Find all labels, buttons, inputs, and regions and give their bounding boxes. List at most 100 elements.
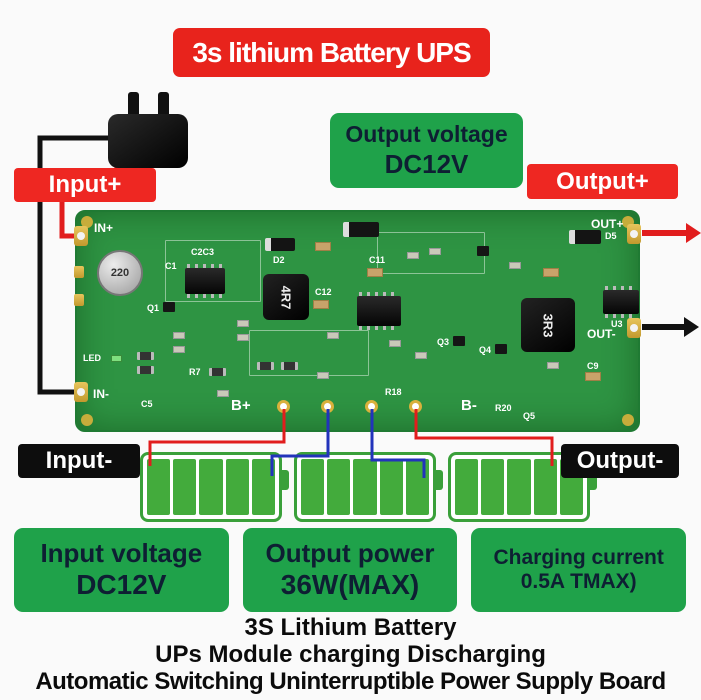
battery-segment bbox=[173, 459, 197, 515]
silk-in-plus: IN+ bbox=[94, 221, 114, 235]
diode bbox=[569, 230, 601, 244]
smd-component bbox=[173, 346, 185, 353]
charging-current-box: Charging current 0.5A TMAX) bbox=[471, 528, 687, 612]
input-plus-label: Input+ bbox=[14, 168, 156, 202]
smd-component bbox=[509, 262, 521, 269]
plug-prong-icon bbox=[158, 92, 169, 118]
silk-c9: C9 bbox=[587, 361, 599, 371]
battery-segment bbox=[327, 459, 351, 515]
ic-chip bbox=[603, 286, 639, 318]
silk-b-minus: B- bbox=[461, 397, 477, 414]
edge-pad bbox=[74, 266, 84, 278]
silk-b-plus: B+ bbox=[231, 397, 251, 414]
smd-component bbox=[547, 362, 559, 369]
battery-segment bbox=[147, 459, 171, 515]
silk-led: LED bbox=[83, 353, 101, 363]
inductor-4r7-label: 4R7 bbox=[278, 285, 294, 309]
charging-current-label: Charging current bbox=[493, 545, 664, 569]
output-power-label: Output power bbox=[265, 537, 435, 568]
footer-line-1: 3S Lithium Battery bbox=[244, 614, 457, 641]
silk-out-plus: OUT+ bbox=[591, 217, 624, 231]
smd-capacitor bbox=[313, 300, 329, 309]
out-minus-pad bbox=[627, 318, 641, 338]
smd-resistor bbox=[257, 362, 274, 370]
smd-component bbox=[429, 248, 441, 255]
output-voltage-badge: Output voltage DC12V bbox=[330, 113, 523, 188]
battery-tip bbox=[282, 470, 289, 490]
inductor-4r7: 4R7 bbox=[263, 274, 309, 320]
silk-r7: R7 bbox=[189, 367, 201, 377]
wire-hole bbox=[365, 400, 378, 413]
smd-component bbox=[217, 390, 229, 397]
output-power-value: 36W(MAX) bbox=[280, 568, 420, 600]
smd-capacitor bbox=[585, 372, 601, 381]
silk-d5: D5 bbox=[605, 231, 617, 241]
mount-pad bbox=[622, 414, 634, 426]
silk-d2: D2 bbox=[273, 255, 285, 265]
smd-component bbox=[173, 332, 185, 339]
silk-q5: Q5 bbox=[523, 411, 536, 421]
battery-segment bbox=[353, 459, 377, 515]
battery-tip bbox=[590, 470, 597, 490]
footer-text: 3S Lithium Battery UPs Module charging D… bbox=[0, 614, 701, 695]
battery-segment bbox=[199, 459, 223, 515]
smd-resistor bbox=[137, 366, 154, 374]
footer-line-2: UPs Module charging Discharging bbox=[155, 641, 546, 668]
smd-component bbox=[237, 320, 249, 327]
mount-pad bbox=[81, 414, 93, 426]
smd-capacitor bbox=[367, 268, 383, 277]
silk-c2c3: C2C3 bbox=[191, 247, 215, 257]
smd-capacitor bbox=[543, 268, 559, 277]
silk-q4: Q4 bbox=[479, 345, 492, 355]
input-voltage-label: Input voltage bbox=[40, 537, 203, 568]
b-plus-hole bbox=[277, 400, 290, 413]
output-power-box: Output power 36W(MAX) bbox=[242, 528, 458, 612]
wire-hole bbox=[321, 400, 334, 413]
transistor bbox=[163, 302, 175, 312]
silk-c1: C1 bbox=[165, 261, 177, 271]
output-voltage-label: Output voltage bbox=[345, 121, 508, 148]
battery-level-indicator bbox=[140, 452, 597, 522]
battery-segment bbox=[455, 459, 479, 515]
transistor bbox=[495, 344, 507, 354]
silk-q3: Q3 bbox=[437, 337, 450, 347]
silk-c5: C5 bbox=[141, 399, 153, 409]
input-voltage-value: DC12V bbox=[76, 568, 167, 600]
silk-u3: U3 bbox=[611, 319, 623, 329]
ic-chip bbox=[357, 292, 401, 330]
output-plus-label: Output+ bbox=[527, 164, 678, 199]
footer-line-3: Automatic Switching Uninterruptible Powe… bbox=[35, 668, 666, 695]
transistor bbox=[477, 246, 489, 256]
electrolytic-capacitor: 220 bbox=[97, 250, 143, 296]
battery-segment bbox=[379, 459, 403, 515]
battery-icon bbox=[294, 452, 443, 522]
diode bbox=[343, 222, 379, 237]
inductor-3r3: 3R3 bbox=[521, 298, 575, 352]
smd-component bbox=[407, 252, 419, 259]
battery-segment bbox=[507, 459, 531, 515]
battery-segment bbox=[533, 459, 557, 515]
smd-component bbox=[327, 332, 339, 339]
arrow-right-red-icon bbox=[686, 223, 701, 243]
diode bbox=[265, 238, 295, 251]
smd-component bbox=[317, 372, 329, 379]
silk-out-minus: OUT- bbox=[587, 327, 616, 341]
silkscreen-outline bbox=[249, 330, 369, 376]
silk-q1: Q1 bbox=[147, 303, 160, 313]
battery-segment bbox=[225, 459, 249, 515]
title-banner: 3s lithium Battery UPS bbox=[173, 28, 490, 77]
in-minus-pad bbox=[74, 382, 88, 402]
input-voltage-box: Input voltage DC12V bbox=[14, 528, 229, 612]
charging-current-value: 0.5A TMAX) bbox=[520, 570, 637, 593]
in-plus-pad bbox=[74, 226, 88, 246]
silk-c12: C12 bbox=[315, 287, 332, 297]
smd-resistor bbox=[209, 368, 226, 376]
silkscreen-outline bbox=[165, 240, 261, 302]
pcb-board: IN+ IN- OUT+ OUT- B+ B- 220 4R7 3R3 C1 C… bbox=[74, 210, 641, 432]
out-plus-pad bbox=[627, 224, 641, 244]
plug-prong-icon bbox=[128, 92, 139, 118]
b-minus-hole bbox=[409, 400, 422, 413]
output-voltage-value: DC12V bbox=[384, 148, 469, 179]
battery-segment bbox=[405, 459, 430, 515]
